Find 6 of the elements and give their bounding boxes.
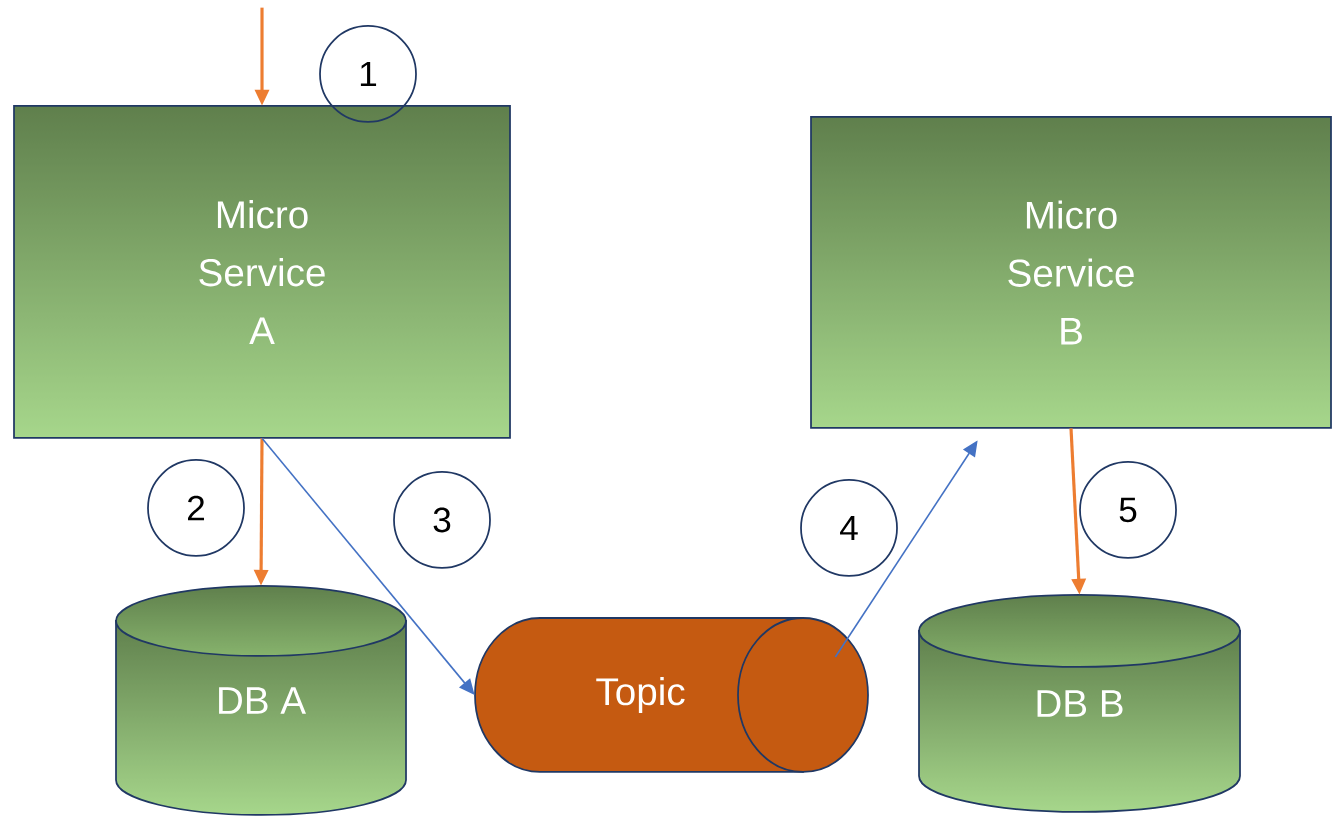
service-box: Micro Service A <box>13 105 511 439</box>
topic-cylinder: Topic <box>474 617 869 773</box>
service-box: Micro Service B <box>810 116 1332 429</box>
database-cylinder: DB B <box>918 594 1241 813</box>
database-cylinder: DB A <box>115 585 407 816</box>
arrow <box>261 437 475 695</box>
